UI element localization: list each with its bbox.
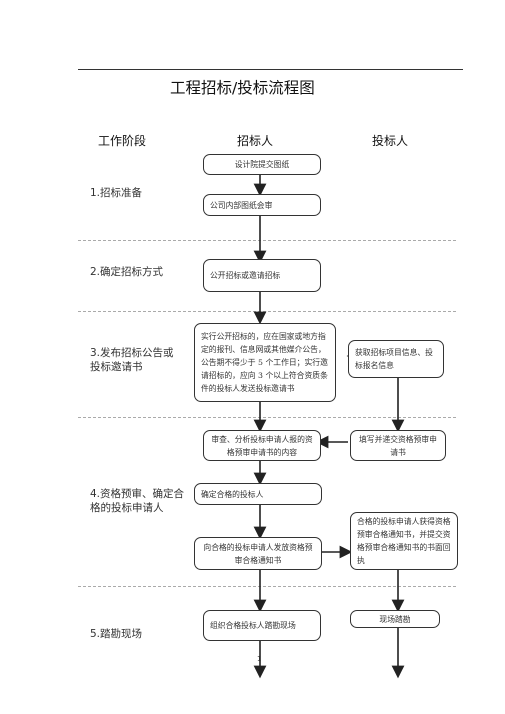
page-title: 工程招标/投标流程图 xyxy=(170,79,315,97)
box-confirm-qualified: 确定合格的投标人 xyxy=(194,483,322,505)
header-stage: 工作阶段 xyxy=(98,134,147,148)
box-submit-drawings: 设计院提交图纸 xyxy=(203,154,321,175)
phase-label-4: 4.资格预审、确定合格的投标申请人 xyxy=(90,488,185,514)
box-publish-notice: 实行公开招标的，应在国家或地方指定的报刊、信息网或其他媒介公告，公告期不得少于 … xyxy=(194,323,336,402)
box-submit-prequal: 填写并递交资格预审申请书 xyxy=(350,430,446,461)
phase-separator xyxy=(78,240,456,241)
box-review-applications: 审查、分析投标申请人报的资格预审申请书的内容 xyxy=(203,430,321,461)
box-internal-review: 公司内部图纸会审 xyxy=(203,194,321,216)
box-issue-notice: 向合格的投标申请人发放资格预审合格通知书 xyxy=(194,537,322,570)
box-site-visit: 现场踏勘 xyxy=(350,610,440,628)
page-number: 1 xyxy=(257,655,262,663)
header-bidder: 投标人 xyxy=(372,134,409,148)
phase-separator xyxy=(78,417,456,418)
phase-separator xyxy=(78,311,456,312)
phase-separator xyxy=(78,586,456,587)
header-tenderer: 招标人 xyxy=(237,134,274,148)
box-obtain-info: 获取招标项目信息、投标报名信息 xyxy=(348,340,444,378)
phase-label-2: 2.确定招标方式 xyxy=(90,266,164,278)
box-tender-method: 公开招标或邀请招标 xyxy=(203,259,321,292)
phase-label-1: 1.招标准备 xyxy=(90,187,143,199)
box-site-visit-organize: 组织合格投标人踏勘现场 xyxy=(203,610,321,641)
phase-label-3: 3.发布招标公告或投标邀请书 xyxy=(90,347,174,373)
phase-label-5: 5.踏勘现场 xyxy=(90,628,143,640)
box-receive-notice: 合格的投标申请人获得资格预审合格通知书，并提交资格预审合格通知书的书面回执 xyxy=(350,512,458,570)
top-rule xyxy=(78,69,463,70)
